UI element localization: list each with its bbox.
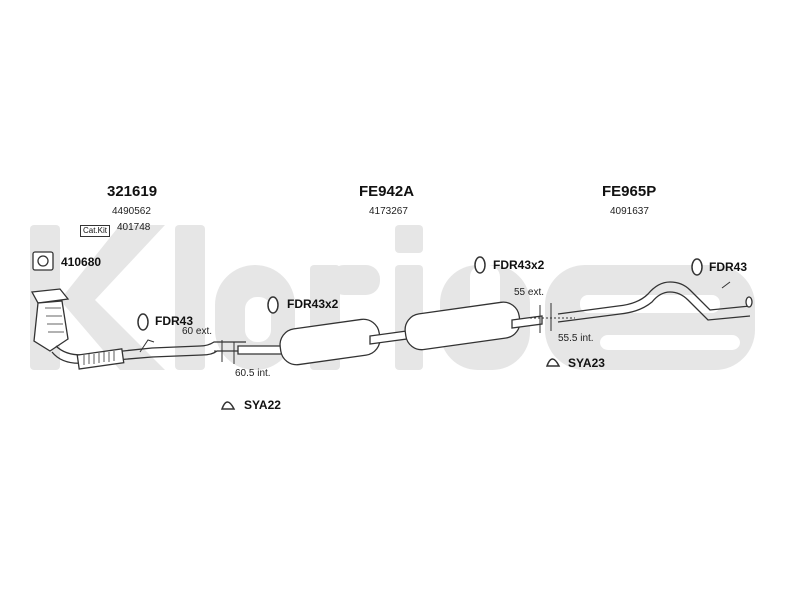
front-pipe-321619 — [30, 288, 247, 370]
mount-label-front: FDR43 — [155, 314, 194, 328]
cat-kit-code: 401748 — [117, 222, 151, 233]
mount-icon — [137, 256, 703, 331]
clamp-icon — [220, 358, 561, 410]
part-code-FE965P: FE965P — [602, 183, 657, 200]
clamp-label-front: SYA22 — [244, 398, 281, 412]
rear-joint — [530, 303, 575, 333]
middle-silencer-FE942A — [237, 301, 543, 366]
gasket-icon — [32, 251, 54, 271]
cat-kit-badge: Cat.Kit — [80, 225, 111, 237]
rear-pipe-FE965P — [557, 281, 753, 323]
mount-label-rear: FDR43 — [709, 260, 748, 274]
gasket-code: 410680 — [61, 255, 102, 269]
dim-rear-int: 55.5 int. — [558, 333, 594, 344]
oe-number-4490562: 4490562 — [112, 206, 151, 217]
part-code-321619: 321619 — [107, 183, 158, 200]
front-joint — [214, 340, 260, 364]
oe-number-4173267: 4173267 — [369, 206, 408, 217]
clamp-label-rear: SYA23 — [568, 356, 605, 370]
oe-number-4091637: 4091637 — [610, 206, 649, 217]
dim-rear-ext: 55 ext. — [514, 287, 545, 298]
mount-label-rear-top: FDR43x2 — [493, 258, 545, 272]
part-code-FE942A: FE942A — [359, 183, 415, 200]
dim-front-int: 60.5 int. — [235, 368, 271, 379]
mount-label-middle: FDR43x2 — [287, 297, 339, 311]
dim-front-ext: 60 ext. — [182, 326, 213, 337]
